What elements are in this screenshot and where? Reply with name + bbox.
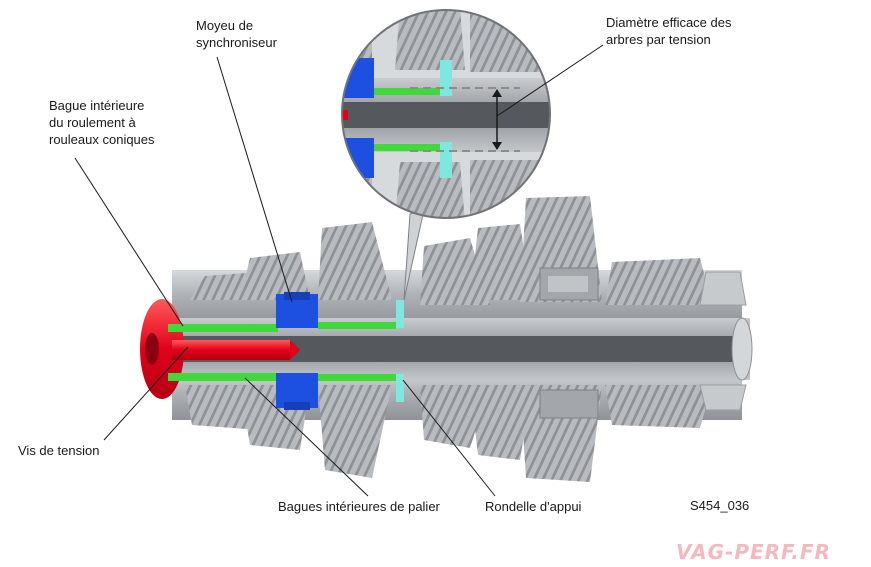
synchro-hub	[276, 292, 318, 410]
zoom-callout	[341, 9, 551, 301]
label-bearing-inner-ring: Bague intérieure du roulement à rouleaux…	[49, 98, 155, 147]
leader-lines	[74, 44, 604, 497]
gear-stack-lower	[172, 370, 747, 482]
gear-stack-upper	[172, 196, 747, 326]
label-bearing-inner-rings: Bagues intérieures de palier	[278, 499, 440, 514]
label-tension-screw: Vis de tension	[18, 443, 100, 458]
thrust-washer	[396, 300, 404, 402]
figure-id: S454_036	[690, 498, 750, 513]
watermark-logo: VAG-PERF.FR	[676, 540, 831, 564]
label-synchro-hub: Moyeu de synchroniseur	[196, 18, 277, 50]
bearing-inner-rings	[168, 322, 396, 381]
label-thrust-washer: Rondelle d'appui	[485, 499, 582, 514]
label-effective-diameter: Diamètre efficace des arbres par tension	[606, 15, 732, 47]
